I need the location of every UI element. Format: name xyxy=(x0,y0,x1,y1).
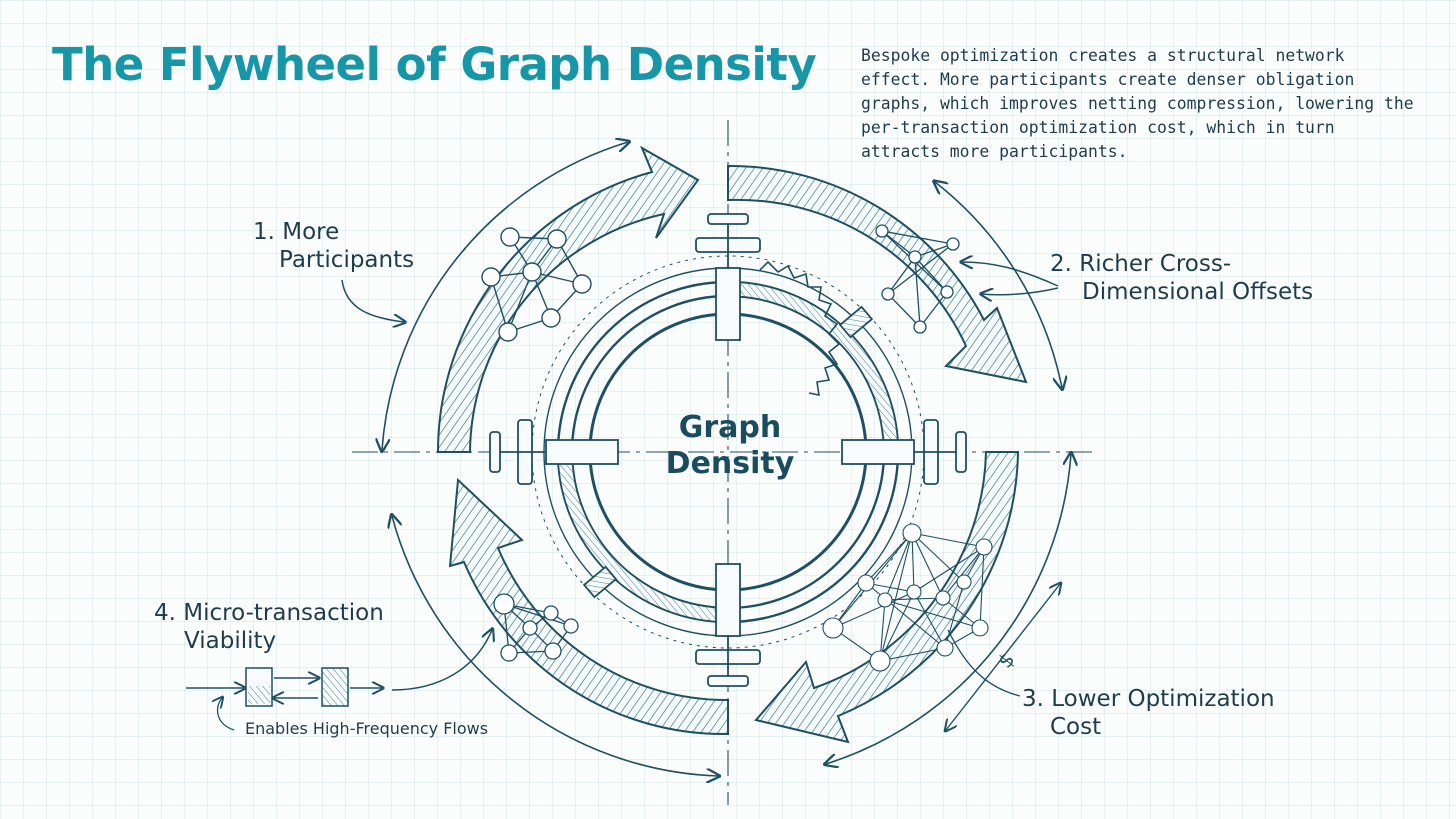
dimension-line xyxy=(946,584,1060,730)
network-graph-2-icon xyxy=(875,224,960,334)
flow-caption-pointer xyxy=(218,698,235,731)
stage-4-label: 4. Micro-transaction Viability xyxy=(154,599,384,655)
stage-1-line1: 1. More xyxy=(253,219,340,245)
pointer-stage-2b xyxy=(982,288,1059,295)
gear-teeth xyxy=(759,260,841,397)
stage-4-line1: 4. Micro-transaction xyxy=(154,600,384,626)
network-graph-4-icon xyxy=(493,593,579,662)
flange-right-icon xyxy=(841,419,967,485)
bolt-upper-right-icon xyxy=(838,305,874,339)
pointer-stage-3 xyxy=(947,629,1021,697)
network-graph-1-icon xyxy=(481,227,592,342)
currency-symbol-icon: $ xyxy=(993,648,1020,673)
flange-left-icon xyxy=(489,419,619,485)
description-text: Bespoke optimization creates a structura… xyxy=(861,46,1414,161)
flow-block-2-icon xyxy=(321,667,349,707)
ring-hatch-2 xyxy=(557,451,729,623)
outer-arc-1 xyxy=(382,142,628,450)
outer-arc-4 xyxy=(392,516,718,776)
stage-2-line2: Dimensional Offsets xyxy=(1082,279,1314,305)
flange-bottom-icon xyxy=(695,563,761,687)
stage-2-label: 2. Richer Cross- Dimensional Offsets xyxy=(1050,250,1313,306)
pointer-stage-1 xyxy=(341,279,404,322)
pointer-stage-2a xyxy=(962,262,1059,287)
network-graph-3-icon xyxy=(822,523,993,672)
stage-2-line1: 2. Richer Cross- xyxy=(1050,251,1232,277)
outer-arc-2 xyxy=(935,182,1062,388)
ring-hatch-1 xyxy=(727,281,899,453)
flange-top-icon xyxy=(695,213,761,341)
page-title: The Flywheel of Graph Density xyxy=(52,38,817,91)
pointer-stage-4 xyxy=(391,630,492,691)
center-line1: Graph xyxy=(678,410,782,445)
stage-4-line2: Viability xyxy=(184,628,277,654)
bolt-lower-left-icon xyxy=(582,565,618,599)
